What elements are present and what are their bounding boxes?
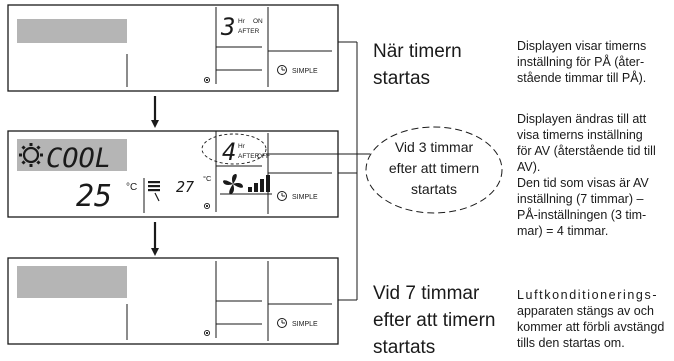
description-line: visa timerns inställning [517, 128, 643, 142]
room-temp-digits: 27 [176, 178, 194, 196]
room-temp-unit: °C [203, 174, 212, 183]
simple-label: SIMPLE [292, 321, 318, 328]
remote-display-during: COOL 25 °C 27 °C 4 Hr AFTER OFF [7, 130, 339, 218]
lcd-blank-area [17, 19, 127, 43]
description-line: Displayen ändras till att [517, 112, 647, 126]
set-temp-digits: 25 [76, 179, 112, 214]
description-7-hours: Luftkonditionerings- apparaten stängs av… [517, 287, 667, 351]
description-line: apparaten stängs av och [517, 304, 654, 318]
power-indicator-icon [203, 76, 211, 84]
timer-highlight-ellipse [201, 133, 267, 165]
simple-label: SIMPLE [292, 68, 318, 75]
description-line: kommer att förbli avstängd [517, 320, 665, 334]
sun-gear-icon [19, 143, 43, 167]
description-line: Den tid som visas är AV [517, 176, 649, 190]
description-3-hours: Displayen ändras till att visa timerns i… [517, 111, 667, 239]
simple-label: SIMPLE [292, 194, 318, 201]
power-indicator-icon [203, 329, 211, 337]
timer-hours-digit: 4 [222, 138, 236, 166]
lcd-blank-area [17, 266, 127, 298]
description-line: Displayen visar timerns [517, 39, 647, 53]
vane-icon [148, 181, 160, 202]
remote-display-after: SIMPLE [7, 257, 339, 345]
step-label-line: startats [373, 337, 436, 358]
lcd-mode-area [17, 139, 127, 171]
description-line: tills den startas om. [517, 336, 625, 350]
step-label-line: Vid 7 timmar [373, 283, 480, 304]
callout-line-1: Vid 3 timmar [395, 139, 474, 155]
clock-icon [277, 318, 287, 328]
step-label-start: När timern startas [373, 38, 462, 92]
callout-ellipse [365, 126, 503, 214]
set-temp-unit: °C [126, 182, 137, 193]
callout-line-3: startats [411, 181, 457, 197]
hr-label: Hr [238, 18, 246, 25]
on-label: ON [253, 18, 263, 25]
fan-speed-bars-icon [248, 175, 270, 192]
clock-icon [277, 65, 287, 75]
step-label-line: efter att timern [373, 310, 496, 331]
step-label-7-hours: Vid 7 timmar efter att timern startats [373, 280, 496, 361]
clock-icon [277, 191, 287, 201]
description-line: mar) = 4 timmar. [517, 224, 609, 238]
description-line: AV). [517, 160, 541, 174]
power-indicator-icon [203, 202, 211, 210]
description-start: Displayen visar timerns inställning för … [517, 38, 667, 86]
after-label: AFTER [238, 153, 260, 160]
description-line: för AV (återstående tid till [517, 144, 656, 158]
step-label-line: startas [373, 68, 431, 89]
description-line: stående timmar till PÅ). [517, 71, 647, 85]
hr-label: Hr [238, 143, 246, 150]
description-line: inställning (7 timmar) – [517, 192, 644, 206]
timeline-bracket [338, 41, 358, 301]
callout-line-2: efter att timern [389, 160, 479, 176]
off-label: OFF [257, 153, 270, 160]
after-label: AFTER [238, 28, 260, 35]
timer-hours-digit: 3 [220, 13, 235, 41]
description-line: PÅ-inställningen (3 tim- [517, 208, 647, 222]
description-line: Luftkonditionerings- [517, 288, 659, 302]
mode-text: COOL [46, 143, 111, 174]
remote-display-before: 3 Hr ON AFTER SIMPLE [7, 4, 339, 92]
step-label-line: När timern [373, 41, 462, 62]
fan-icon [223, 174, 243, 194]
description-line: inställning för PÅ (åter- [517, 55, 645, 69]
